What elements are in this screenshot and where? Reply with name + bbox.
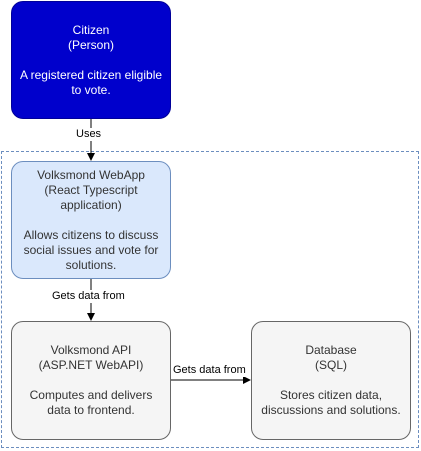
node-citizen-subtitle: (Person): [67, 37, 114, 52]
node-webapp-description: Allows citizens to discuss social issues…: [23, 227, 159, 272]
system-boundary: [1, 151, 419, 448]
node-webapp[interactable]: Volksmond WebApp (React Typescript appli…: [11, 161, 171, 279]
node-citizen[interactable]: Citizen (Person) A registered citizen el…: [11, 1, 171, 119]
node-webapp-subtitle: (React Typescript application): [44, 182, 138, 212]
edge-label-uses: Uses: [75, 128, 103, 141]
node-webapp-title: Volksmond WebApp: [37, 167, 145, 182]
node-api-description: Computes and delivers data to frontend.: [29, 388, 153, 417]
node-api-subtitle: (ASP.NET WebAPI): [38, 358, 144, 372]
node-api-title: Volksmond API: [50, 343, 132, 357]
edge-label-api-database: Gets data from: [172, 364, 247, 377]
node-api[interactable]: Volksmond API (ASP.NET WebAPI) Computes …: [11, 321, 171, 440]
node-database-subtitle: (SQL): [314, 358, 347, 372]
node-citizen-title: Citizen: [72, 22, 110, 37]
node-database-title: Database: [305, 343, 357, 357]
node-citizen-description: A registered citizen eligible to vote.: [19, 67, 163, 97]
edge-label-webapp-api: Gets data from: [51, 290, 126, 303]
node-database-description: Stores citizen data, discussions and sol…: [261, 388, 401, 417]
node-database[interactable]: Database (SQL) Stores citizen data, disc…: [251, 321, 411, 440]
